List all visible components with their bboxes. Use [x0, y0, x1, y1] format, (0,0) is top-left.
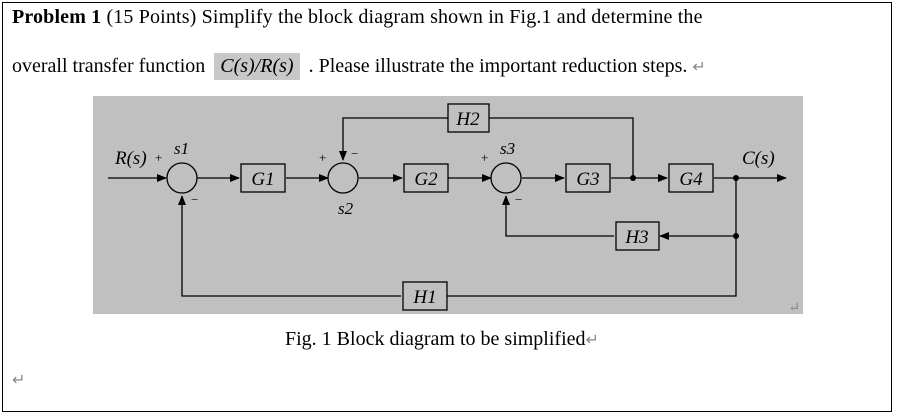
- block-h3: [615, 221, 660, 251]
- sign-s3-minus: −: [515, 192, 522, 207]
- sign-s1-plus: +: [155, 150, 162, 165]
- problem-statement-line-1: Problem 1 (15 Points) Simplify the block…: [12, 6, 703, 29]
- sign-s2-plus: +: [319, 150, 326, 165]
- block-g3: [565, 163, 611, 193]
- problem-statement-line-2: overall transfer function C(s)/R(s) . Pl…: [12, 53, 706, 80]
- label-g2: G2: [414, 169, 438, 190]
- label-g4: G4: [679, 169, 703, 190]
- caption-return-mark: ↵: [585, 330, 599, 349]
- block-g4: [668, 163, 714, 193]
- figure-caption: Fig. 1 Block diagram to be simplified↵: [285, 328, 599, 350]
- pickoff-point-output: [733, 175, 739, 181]
- problem-label: Problem 1: [12, 6, 102, 28]
- pickoff-point-h3: [733, 233, 739, 239]
- label-g3: G3: [576, 169, 599, 190]
- paragraph-end-mark: ↵: [12, 370, 26, 389]
- summer-label-s2: s2: [338, 199, 354, 218]
- summing-junction-s3: [490, 162, 522, 194]
- label-h2: H2: [455, 109, 480, 130]
- summing-junction-s2: [327, 162, 359, 194]
- block-h2: [447, 103, 490, 133]
- sign-s2-minus: −: [351, 146, 358, 161]
- label-g1: G1: [251, 169, 274, 190]
- summer-label-s3: s3: [500, 139, 515, 158]
- statement-text-2: overall transfer function: [12, 55, 206, 77]
- block-g1: [240, 163, 286, 193]
- diagram-return-mark: ↵: [788, 301, 800, 316]
- sign-s1-minus: −: [191, 192, 198, 207]
- sign-s3-plus: +: [481, 150, 488, 165]
- transfer-function-expression: C(s)/R(s): [214, 53, 300, 80]
- summing-junction-s1: [166, 162, 198, 194]
- label-h3: H3: [624, 227, 648, 248]
- summer-label-s1: s1: [174, 139, 189, 158]
- output-label: C(s): [742, 148, 775, 169]
- block-h1: [402, 281, 448, 311]
- return-mark: ↵: [692, 57, 706, 76]
- block-diagram: G1 G2 G3 G4 H2 H3 H1 R(s) C(s) s1 s2 s3 …: [93, 96, 803, 316]
- block-g2: [403, 163, 449, 193]
- points-text: (15 Points): [106, 6, 197, 28]
- label-h1: H1: [412, 287, 436, 308]
- input-label: R(s): [114, 148, 147, 169]
- statement-text-1: Simplify the block diagram shown in Fig.…: [201, 6, 703, 28]
- statement-text-3: . Please illustrate the important reduct…: [308, 55, 688, 77]
- pickoff-point-g3: [630, 175, 636, 181]
